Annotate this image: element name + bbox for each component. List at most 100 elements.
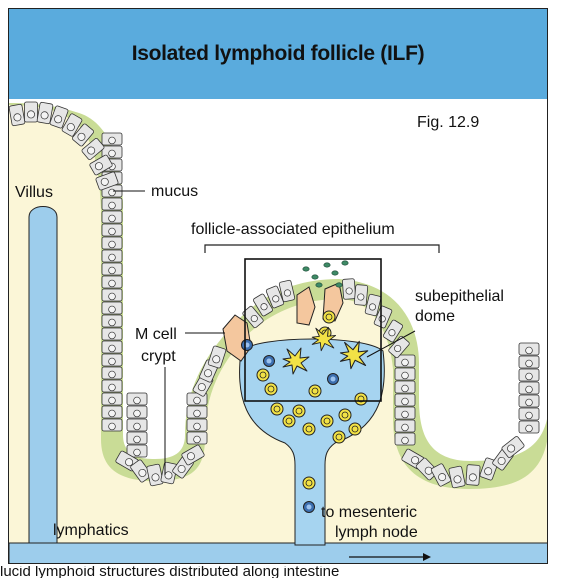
villus-label: Villus xyxy=(15,184,53,201)
epithelial-cell xyxy=(101,210,123,224)
epithelial-cell xyxy=(518,368,540,382)
epithelial-cell xyxy=(101,275,123,289)
epithelial-cell xyxy=(126,444,148,458)
epithelial-cell xyxy=(518,355,540,369)
epithelial-cell xyxy=(518,407,540,421)
b-cell xyxy=(338,408,352,422)
mucus-label: mucus xyxy=(151,183,198,200)
epithelial-cell xyxy=(61,113,83,137)
m-cell xyxy=(296,286,316,326)
subepithelial-label: subepithelial xyxy=(415,288,504,305)
epithelial-cell xyxy=(518,420,540,434)
immune-cells xyxy=(241,310,369,513)
epithelial-cell xyxy=(518,381,540,395)
fae-bracket xyxy=(204,244,440,253)
mesenteric-label: to mesenteric xyxy=(321,504,417,521)
b-cell xyxy=(292,404,306,418)
epithelial-cell xyxy=(101,288,123,302)
epithelial-cell xyxy=(101,262,123,276)
epithelial-cell xyxy=(101,392,123,406)
villus-lacteal xyxy=(28,206,58,558)
b-cell xyxy=(354,392,368,406)
epithelial-cells xyxy=(9,101,540,489)
epithelial-cell xyxy=(430,463,452,487)
epithelial-cell xyxy=(24,101,38,123)
intestinal-lumen xyxy=(9,99,547,461)
b-cell xyxy=(320,414,334,428)
epithelial-cell xyxy=(49,105,69,129)
b-cell xyxy=(348,422,362,436)
epithelial-cell xyxy=(101,405,123,419)
epithelial-cell xyxy=(101,340,123,354)
fae-cell xyxy=(342,278,356,300)
fae-cell xyxy=(353,284,369,306)
epithelial-cell xyxy=(518,394,540,408)
b-cell xyxy=(282,414,296,428)
epithelial-cell xyxy=(501,436,525,458)
b-cell xyxy=(270,402,284,416)
epithelial-cell xyxy=(186,431,208,445)
epithelial-cell xyxy=(101,379,123,393)
epithelial-cell xyxy=(181,444,205,466)
epithelial-cell xyxy=(130,459,152,483)
detail-box xyxy=(244,258,382,402)
fae-cell xyxy=(388,335,410,359)
fae-label: follicle-associated epithelium xyxy=(191,221,395,238)
fae-cell xyxy=(382,319,404,343)
title-bar: Isolated lymphoid follicle (ILF) xyxy=(9,9,547,100)
epithelial-cell xyxy=(394,419,416,433)
epithelial-cell xyxy=(186,405,208,419)
b-cell xyxy=(302,422,316,436)
lymph-node-label: lymph node xyxy=(335,524,418,541)
lymphatics-label: lymphatics xyxy=(53,522,129,539)
follicle-associated-epithelium xyxy=(242,278,410,359)
figure-number: Fig. 12.9 xyxy=(417,114,479,131)
fae-cell xyxy=(242,305,264,329)
epithelial-cell xyxy=(101,249,123,263)
epithelial-cell xyxy=(465,464,481,486)
m-cell-label: M cell xyxy=(135,326,177,343)
epithelial-cell xyxy=(81,138,105,160)
crypt-label: crypt xyxy=(141,348,176,365)
b-cell xyxy=(302,476,316,490)
luminal-microbes xyxy=(302,260,349,288)
epithelial-cell xyxy=(126,392,148,406)
epithelial-cell xyxy=(518,342,540,356)
dendritic-cell xyxy=(311,326,337,352)
caption-fragment: lucid lymphoid structures distributed al… xyxy=(0,566,340,578)
epithelial-cell xyxy=(89,154,113,176)
epithelial-cell xyxy=(101,327,123,341)
epithelial-cell xyxy=(9,103,26,127)
epithelial-cell xyxy=(101,197,123,211)
epithelial-cell xyxy=(101,418,123,432)
epithelial-cell xyxy=(101,353,123,367)
fae-cell xyxy=(364,293,382,317)
epithelial-cell xyxy=(207,345,227,369)
epithelial-cell xyxy=(101,236,123,250)
epithelial-cell xyxy=(101,223,123,237)
fae-cell xyxy=(265,285,285,309)
epithelial-cell xyxy=(394,367,416,381)
epithelial-cell xyxy=(101,366,123,380)
figure-title: Isolated lymphoid follicle (ILF) xyxy=(131,42,425,65)
ilf-diagram: Fig. 12.9 Villus mucus follicle-associat… xyxy=(9,99,547,563)
b-cell xyxy=(322,310,336,324)
epithelial-cell xyxy=(95,171,119,191)
epithelial-cell xyxy=(36,101,54,125)
b-cell xyxy=(308,384,322,398)
figure-frame: Isolated lymphoid follicle (ILF) xyxy=(8,8,548,564)
epithelial-cell xyxy=(101,132,123,146)
epithelial-cell xyxy=(126,431,148,445)
epithelial-cell xyxy=(394,393,416,407)
fae-cell xyxy=(253,293,273,317)
epithelial-cell xyxy=(186,418,208,432)
epithelial-cell xyxy=(101,314,123,328)
epithelial-cell xyxy=(394,406,416,420)
dendritic-cell xyxy=(339,340,369,370)
dome-leader xyxy=(366,330,416,358)
dendritic-cell xyxy=(282,347,310,375)
b-cell xyxy=(256,368,270,382)
epithelial-cell xyxy=(394,354,416,368)
b-cell xyxy=(332,430,346,444)
epithelial-cell xyxy=(126,405,148,419)
